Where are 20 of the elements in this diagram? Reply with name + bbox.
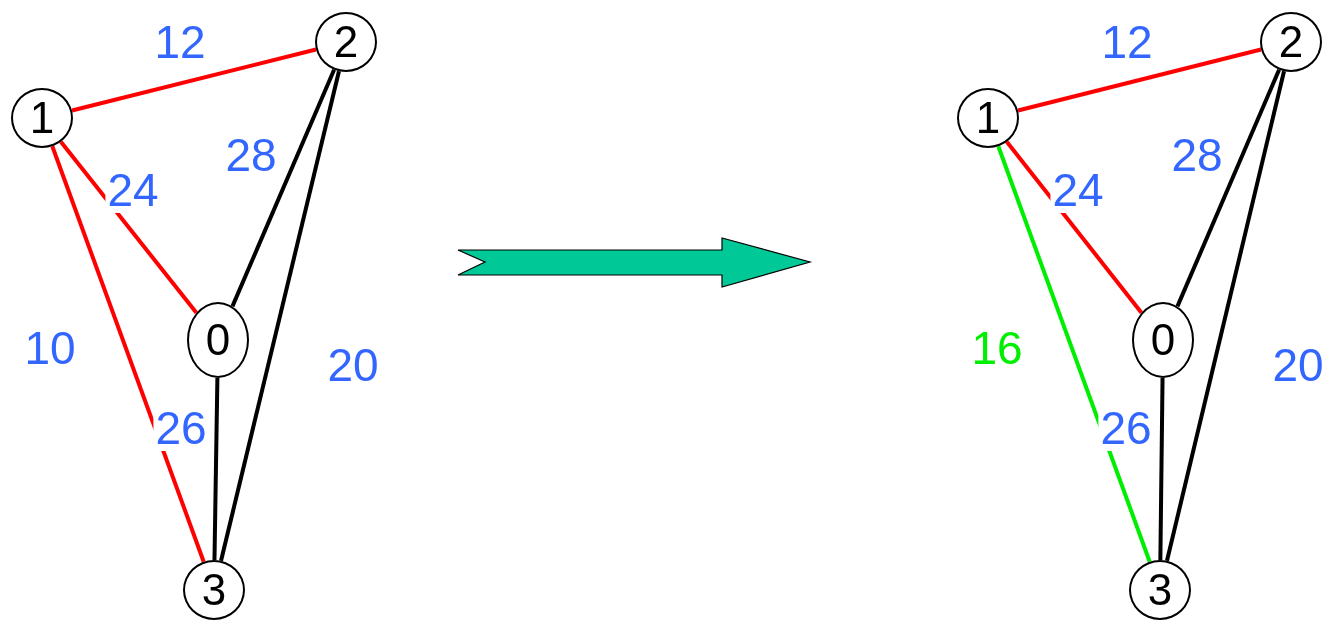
graph-node: 2 [315, 12, 377, 72]
graph-edge [1175, 68, 1281, 308]
graph-edge [1158, 377, 1165, 561]
graph-node: 0 [187, 302, 249, 378]
graph-edge [212, 377, 220, 561]
graph-node: 0 [1132, 302, 1194, 378]
graph-edge [1017, 47, 1262, 113]
graph-edge [59, 140, 198, 314]
graph-node: 1 [11, 88, 73, 148]
graph-node: 1 [957, 88, 1019, 148]
graph-edge [1165, 70, 1286, 562]
graph-edge [996, 145, 1152, 563]
graph-edge [71, 47, 317, 113]
graph-node: 2 [1260, 12, 1322, 72]
graph-edge [230, 68, 336, 308]
graph-edge [219, 70, 341, 562]
graph-node: 3 [1129, 560, 1191, 620]
graph-node: 3 [183, 560, 245, 620]
graph-edge [50, 145, 206, 563]
graph-edge [1005, 140, 1144, 314]
